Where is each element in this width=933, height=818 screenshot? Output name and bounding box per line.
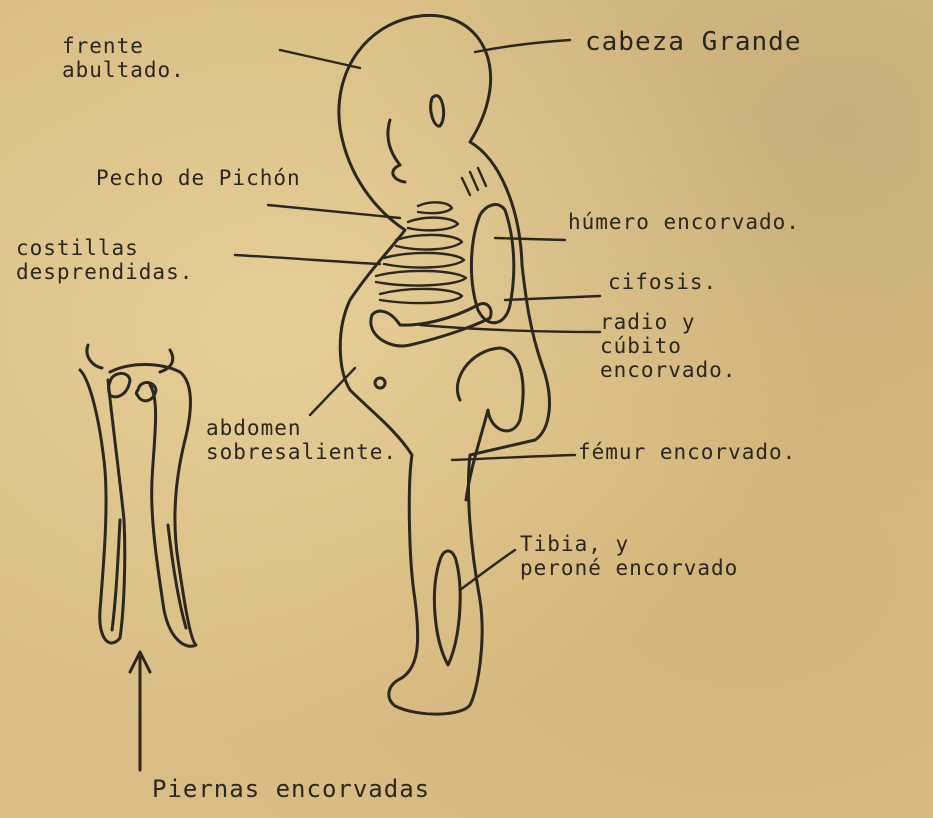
label-femur: fémur encorvado. [578,440,796,464]
label-cifosis: cifosis. [608,270,717,294]
arrow-up [130,652,150,770]
label-abdomen: abdomen sobresaliente. [206,416,397,464]
label-costillas: costillas desprendidas. [16,236,193,284]
label-radio-cubito: radio y cúbito encorvado. [600,310,736,382]
legs-sketch [80,345,196,646]
label-humero: húmero encorvado. [568,210,800,234]
face-profile [388,120,405,182]
leader-lines [235,40,600,590]
label-tibia-perone: Tibia, y peroné encorvado [520,532,738,580]
label-pecho-de-pichon: Pecho de Pichón [96,166,301,190]
ear [431,96,444,127]
abdomen-dot [375,378,385,388]
label-cabeza-grande: cabeza Grande [585,28,802,58]
label-piernas: Piernas encorvadas [152,776,430,804]
label-frente-abultado: frente abultado. [62,34,185,82]
spine-marks [462,168,486,195]
tibia [434,551,460,665]
